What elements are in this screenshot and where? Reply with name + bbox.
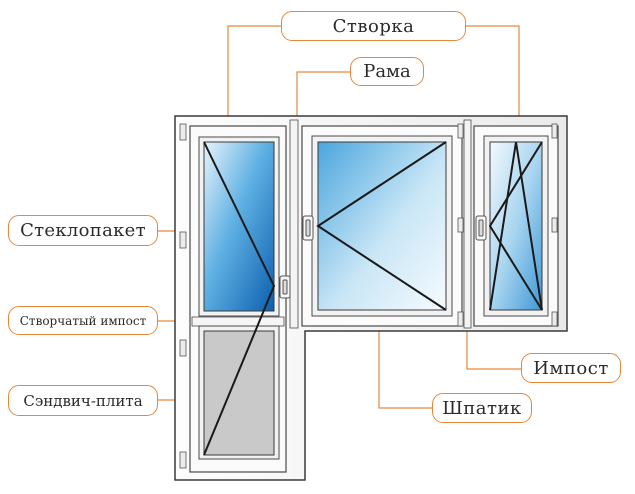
hinges <box>179 123 558 469</box>
right-handle <box>475 215 487 241</box>
door-handle <box>279 275 291 299</box>
hinge-icon <box>457 123 464 139</box>
right-tilt-line <box>489 141 543 311</box>
label-steklopaket: Стеклопакет <box>8 215 158 246</box>
leader-stvorka-right <box>466 25 520 133</box>
right-turn-line <box>488 141 543 311</box>
hinge-icon <box>457 217 464 233</box>
hinge-icon <box>179 231 187 249</box>
label-rama: Рама <box>350 57 424 86</box>
door-opening-line <box>203 141 276 456</box>
hinge-icon <box>551 123 558 139</box>
center-glass <box>317 141 447 311</box>
label-impost: Импост <box>521 353 621 383</box>
label-stvorchatyi-impost: Створчатый импост <box>8 306 158 335</box>
hinge-icon <box>179 123 187 141</box>
label-sendvich-plita: Сэндвич-плита <box>8 385 158 416</box>
handles <box>279 215 487 299</box>
leader-stvorka <box>227 25 281 133</box>
hinge-icon <box>551 311 558 327</box>
mullion-left <box>289 119 299 329</box>
leader-shpatik <box>378 312 432 409</box>
center-handle <box>302 215 314 241</box>
hinge-icon <box>551 217 558 233</box>
door-transom <box>191 316 285 327</box>
hinge-icon <box>179 451 187 469</box>
sandwich-panel <box>203 330 275 456</box>
label-shpatik: Шпатик <box>432 393 532 423</box>
impost-right <box>463 119 472 329</box>
door-glass <box>203 141 275 312</box>
right-glass <box>489 141 543 311</box>
opening-lines <box>203 141 543 456</box>
label-stvorka: Створка <box>281 11 466 41</box>
leader-rama <box>296 71 350 117</box>
center-opening-line <box>316 141 447 311</box>
hinge-icon <box>457 311 464 327</box>
hinge-icon <box>179 339 187 357</box>
